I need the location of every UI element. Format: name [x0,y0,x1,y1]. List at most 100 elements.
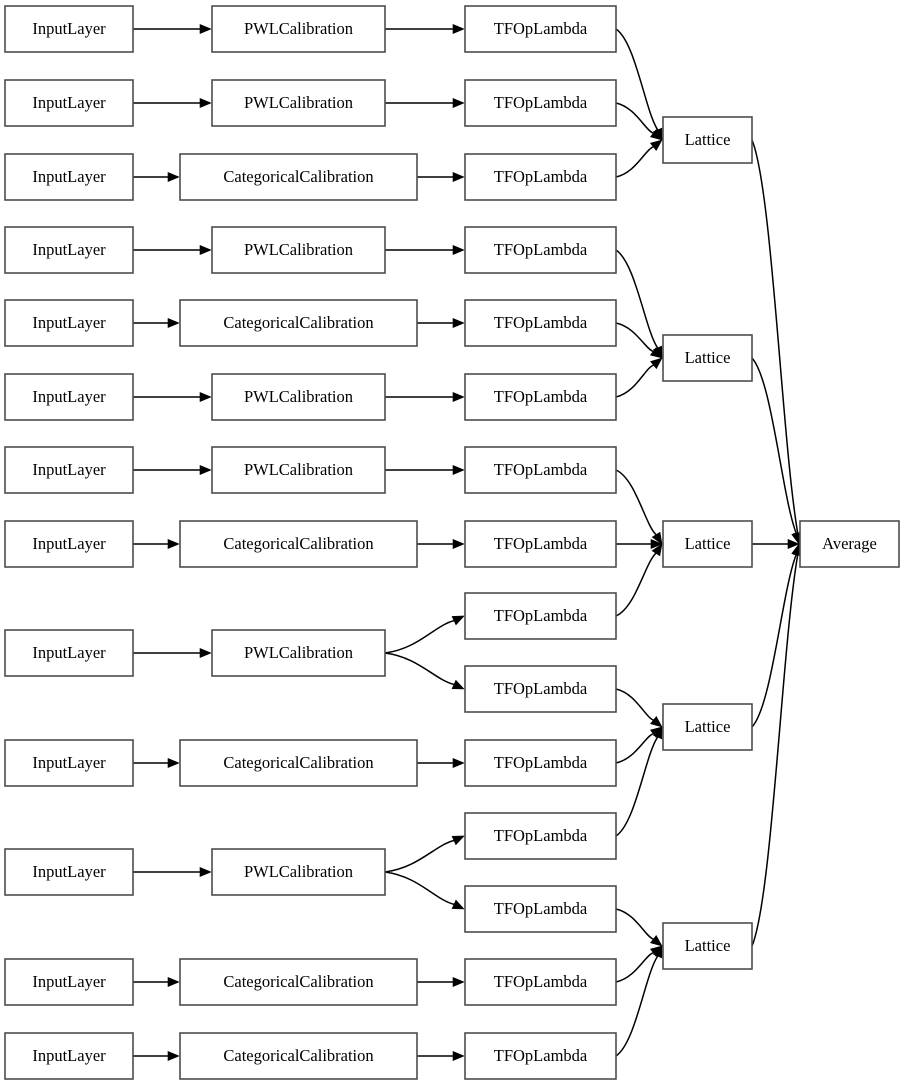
node-box-pwlcalibration[interactable] [211,848,386,896]
node-box-input-layer[interactable] [4,739,134,787]
node-box-tfop-lambda[interactable] [464,739,617,787]
node-box-tfop-lambda[interactable] [464,665,617,713]
node-box-lattice[interactable] [662,116,753,164]
node-box-tfop-lambda[interactable] [464,885,617,933]
node-lat5[interactable]: Lattice [662,922,753,970]
node-box-categorical-calibration[interactable] [179,299,418,347]
node-box-tfop-lambda[interactable] [464,958,617,1006]
node-cal3[interactable]: CategoricalCalibration [179,153,418,201]
node-in9[interactable]: InputLayer [4,629,134,677]
node-avg[interactable]: Average [799,520,900,568]
node-box-input-layer[interactable] [4,520,134,568]
node-box-categorical-calibration[interactable] [179,739,418,787]
node-box-pwlcalibration[interactable] [211,79,386,127]
node-box-pwlcalibration[interactable] [211,446,386,494]
node-cal8[interactable]: CategoricalCalibration [179,520,418,568]
node-in11[interactable]: InputLayer [4,848,134,896]
node-cal5[interactable]: CategoricalCalibration [179,299,418,347]
node-box-pwlcalibration[interactable] [211,5,386,53]
node-op12[interactable]: TFOpLambda [464,812,617,860]
node-box-pwlcalibration[interactable] [211,373,386,421]
node-in1[interactable]: InputLayer [4,5,134,53]
node-box-tfop-lambda[interactable] [464,5,617,53]
node-in2[interactable]: InputLayer [4,79,134,127]
node-box-pwlcalibration[interactable] [211,629,386,677]
node-box-tfop-lambda[interactable] [464,79,617,127]
node-box-lattice[interactable] [662,703,753,751]
node-lat2[interactable]: Lattice [662,334,753,382]
node-box-tfop-lambda[interactable] [464,226,617,274]
node-op5[interactable]: TFOpLambda [464,299,617,347]
node-op2[interactable]: TFOpLambda [464,79,617,127]
node-cal12[interactable]: CategoricalCalibration [179,958,418,1006]
node-in7[interactable]: InputLayer [4,446,134,494]
node-op6[interactable]: TFOpLambda [464,373,617,421]
node-box-input-layer[interactable] [4,1032,134,1080]
node-op1[interactable]: TFOpLambda [464,5,617,53]
node-cal1[interactable]: PWLCalibration [211,5,386,53]
node-box-input-layer[interactable] [4,629,134,677]
node-op14[interactable]: TFOpLambda [464,958,617,1006]
node-box-categorical-calibration[interactable] [179,1032,418,1080]
node-box-categorical-calibration[interactable] [179,958,418,1006]
edge-line [751,139,799,534]
node-box-input-layer[interactable] [4,226,134,274]
edge-lattice-to-average [752,538,800,550]
node-cal11[interactable]: PWLCalibration [211,848,386,896]
node-op8[interactable]: TFOpLambda [464,520,617,568]
node-lat4[interactable]: Lattice [662,703,753,751]
node-op4[interactable]: TFOpLambda [464,226,617,274]
node-box-input-layer[interactable] [4,5,134,53]
node-in6[interactable]: InputLayer [4,373,134,421]
node-cal6[interactable]: PWLCalibration [211,373,386,421]
node-box-pwlcalibration[interactable] [211,226,386,274]
node-lat1[interactable]: Lattice [662,116,753,164]
node-in3[interactable]: InputLayer [4,153,134,201]
node-cal4[interactable]: PWLCalibration [211,226,386,274]
node-box-input-layer[interactable] [4,373,134,421]
node-box-input-layer[interactable] [4,153,134,201]
node-box-tfop-lambda[interactable] [464,153,617,201]
node-op9[interactable]: TFOpLambda [464,592,617,640]
node-op7[interactable]: TFOpLambda [464,446,617,494]
node-box-categorical-calibration[interactable] [179,153,418,201]
edge-line [384,652,455,686]
node-box-lattice[interactable] [662,520,753,568]
node-op3[interactable]: TFOpLambda [464,153,617,201]
node-cal2[interactable]: PWLCalibration [211,79,386,127]
node-box-input-layer[interactable] [4,446,134,494]
node-in8[interactable]: InputLayer [4,520,134,568]
node-box-categorical-calibration[interactable] [179,520,418,568]
node-lat3[interactable]: Lattice [662,520,753,568]
node-in5[interactable]: InputLayer [4,299,134,347]
edge-tfop-lambda-to-lattice [615,102,663,141]
node-box-tfop-lambda[interactable] [464,1032,617,1080]
node-box-lattice[interactable] [662,922,753,970]
node-box-tfop-lambda[interactable] [464,446,617,494]
node-cal7[interactable]: PWLCalibration [211,446,386,494]
node-cal13[interactable]: CategoricalCalibration [179,1032,418,1080]
node-in13[interactable]: InputLayer [4,1032,134,1080]
node-box-tfop-lambda[interactable] [464,520,617,568]
edge-categorical-calibration-to-tfop-lambda [417,1050,465,1062]
node-box-input-layer[interactable] [4,299,134,347]
node-op11[interactable]: TFOpLambda [464,739,617,787]
node-in4[interactable]: InputLayer [4,226,134,274]
node-box-average[interactable] [799,520,900,568]
edge-tfop-lambda-to-lattice [615,945,663,983]
node-cal10[interactable]: CategoricalCalibration [179,739,418,787]
node-box-tfop-lambda[interactable] [464,592,617,640]
node-cal9[interactable]: PWLCalibration [211,629,386,677]
node-box-input-layer[interactable] [4,79,134,127]
node-box-input-layer[interactable] [4,848,134,896]
node-in10[interactable]: InputLayer [4,739,134,787]
node-box-tfop-lambda[interactable] [464,299,617,347]
node-op10[interactable]: TFOpLambda [464,665,617,713]
node-in12[interactable]: InputLayer [4,958,134,1006]
node-box-tfop-lambda[interactable] [464,373,617,421]
node-box-input-layer[interactable] [4,958,134,1006]
node-op13[interactable]: TFOpLambda [464,885,617,933]
node-box-tfop-lambda[interactable] [464,812,617,860]
node-box-lattice[interactable] [662,334,753,382]
node-op15[interactable]: TFOpLambda [464,1032,617,1080]
